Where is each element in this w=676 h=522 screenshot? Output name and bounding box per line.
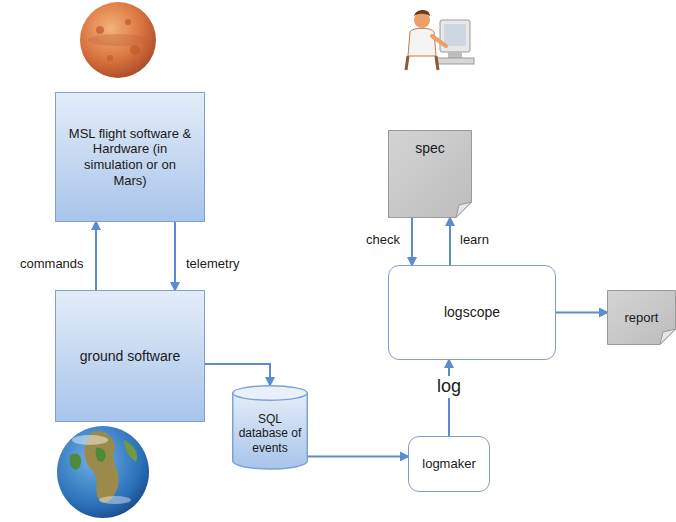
edge-label: check (366, 232, 400, 248)
edge-label: commands (20, 256, 84, 272)
process-box: logmaker (408, 436, 490, 492)
flow-arrow (95, 222, 97, 290)
mars-picture (80, 2, 156, 78)
document-shape: report (607, 290, 676, 345)
node-text: ground software (80, 348, 180, 365)
person-at-computer (406, 10, 474, 70)
node-text: SQL database of events (237, 412, 303, 455)
flow-arrow (411, 218, 413, 265)
database-cylinder: SQL database of events (232, 385, 308, 469)
node-text: logmaker (422, 456, 475, 472)
flow-arrow (308, 455, 408, 457)
node-text: report (625, 310, 659, 326)
node-text: spec (415, 140, 445, 157)
node-text: MSL flight software & Hardware (in simul… (68, 126, 192, 188)
edge-label: telemetry (186, 256, 239, 272)
flow-arrow (205, 364, 270, 385)
process-box: logscope (388, 265, 556, 360)
ground-software-box: ground software (55, 290, 205, 422)
flow-arrow (174, 222, 176, 290)
flight-system-box: MSL flight software & Hardware (in simul… (55, 92, 205, 222)
document-shape: spec (388, 130, 472, 218)
earth-picture (57, 426, 149, 518)
node-text: logscope (444, 304, 500, 321)
edge-label: learn (460, 232, 489, 248)
flow-arrow (449, 218, 451, 265)
flow-arrow (448, 360, 450, 436)
edge-label: log (434, 376, 464, 398)
flow-arrow (556, 312, 607, 314)
